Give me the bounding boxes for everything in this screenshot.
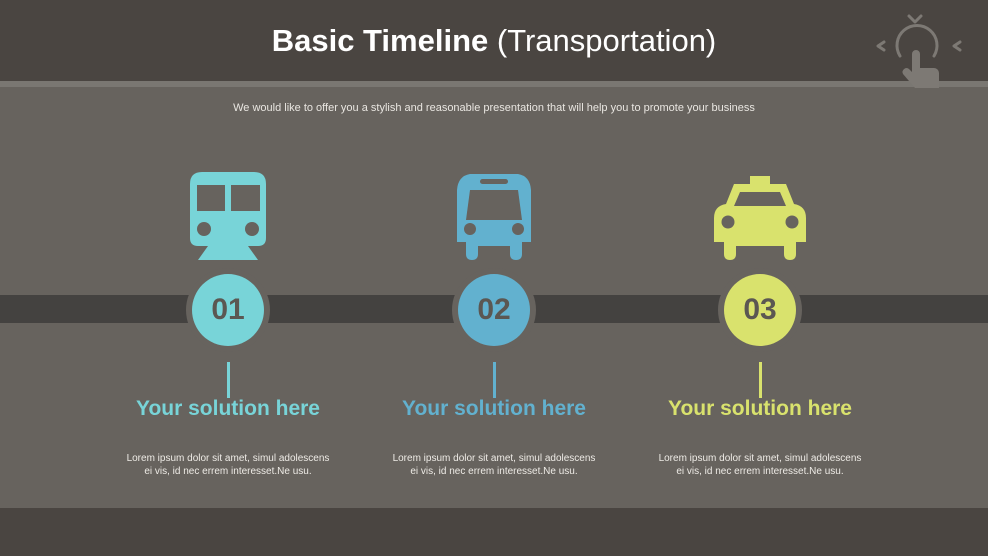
desc-line-2: ei vis, id nec errem interesset.Ne usu. [144, 466, 312, 477]
title-light: (Transportation) [496, 23, 717, 58]
step-description: Lorem ipsum dolor sit amet, simul adoles… [95, 452, 361, 478]
timeline-step-1: 01 Your solution here Lorem ipsum dolor … [95, 0, 361, 556]
desc-line-2: ei vis, id nec errem interesset.Ne usu. [676, 466, 844, 477]
step-title: Your solution here [402, 397, 586, 420]
bus-icon [457, 174, 531, 260]
step-description: Lorem ipsum dolor sit amet, simul adoles… [361, 452, 627, 478]
step-description: Lorem ipsum dolor sit amet, simul adoles… [627, 452, 893, 478]
footer-band [0, 508, 988, 556]
touch-gesture-icon [876, 14, 962, 88]
desc-line-1: Lorem ipsum dolor sit amet, simul adoles… [392, 453, 596, 464]
connector-line [227, 362, 230, 398]
title-bold: Basic Timeline [271, 23, 489, 58]
page-title: Basic Timeline (Transportation) [0, 20, 988, 62]
taxi-icon [714, 176, 806, 260]
connector-line [759, 362, 762, 398]
step-title: Your solution here [136, 397, 320, 420]
header-band [0, 0, 988, 81]
connector-line [493, 362, 496, 398]
step-title: Your solution here [668, 397, 852, 420]
step-number-badge: 03 [724, 274, 796, 346]
desc-line-1: Lorem ipsum dolor sit amet, simul adoles… [658, 453, 862, 464]
train-icon [190, 172, 266, 260]
timeline-step-3: 03 Your solution here Lorem ipsum dolor … [627, 0, 893, 556]
step-number-badge: 02 [458, 274, 530, 346]
timeline-step-2: 02 Your solution here Lorem ipsum dolor … [361, 0, 627, 556]
subtitle: We would like to offer you a stylish and… [233, 102, 755, 114]
step-number-badge: 01 [192, 274, 264, 346]
header-stripe [0, 81, 988, 87]
desc-line-2: ei vis, id nec errem interesset.Ne usu. [410, 466, 578, 477]
desc-line-1: Lorem ipsum dolor sit amet, simul adoles… [126, 453, 330, 464]
